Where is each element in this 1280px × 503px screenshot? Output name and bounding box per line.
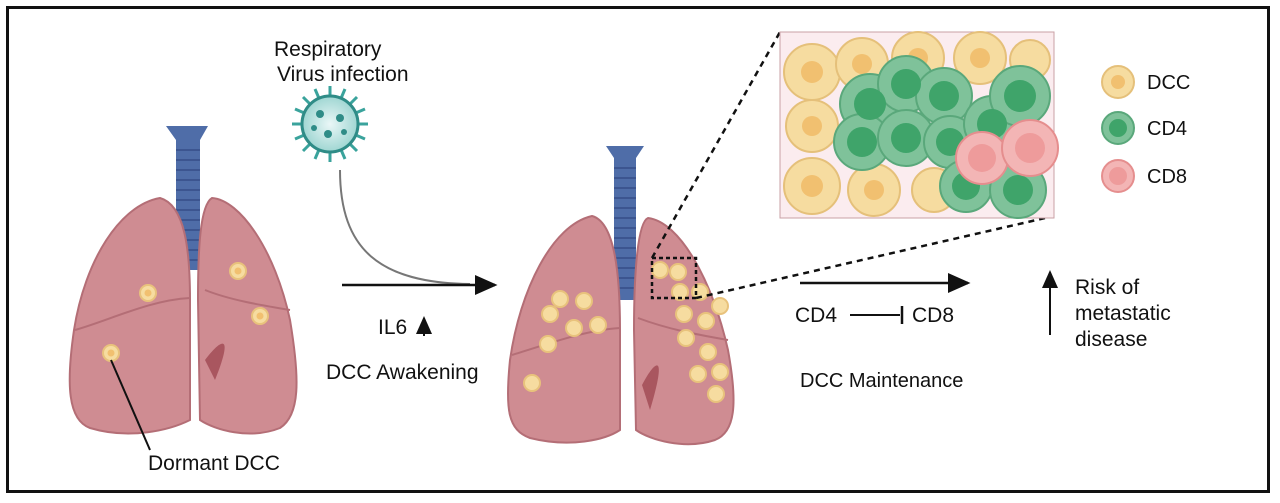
zoom-line-bottom xyxy=(695,214,1055,300)
dormant-dcc-pointer xyxy=(110,359,151,451)
risk-line3: disease xyxy=(1075,328,1148,351)
risk-line1: Risk of xyxy=(1075,276,1140,299)
cd4-cells xyxy=(833,55,1051,219)
virus-label-line1: Respiratory xyxy=(274,38,382,61)
dormant-dcc-label: Dormant DCC xyxy=(148,452,280,475)
legend xyxy=(1101,65,1135,193)
cell-inset xyxy=(779,31,1059,219)
zoom-line-top xyxy=(650,31,782,259)
left-lungs xyxy=(68,126,298,451)
cd4-label: CD4 xyxy=(795,304,838,327)
il6-label: IL6 xyxy=(378,316,408,339)
legend-cd4-label: CD4 xyxy=(1147,118,1188,140)
dcc-awakening-label: DCC Awakening xyxy=(326,361,479,384)
risk-line2: metastatic xyxy=(1075,302,1171,325)
awakened-lungs xyxy=(506,146,735,446)
virus-icon xyxy=(292,86,368,162)
legend-cd8-label: CD8 xyxy=(1147,166,1188,188)
virus-curve xyxy=(339,169,471,285)
lung-lobe xyxy=(68,196,191,435)
cd8-label: CD8 xyxy=(912,304,955,327)
zoom-box xyxy=(650,256,698,300)
legend-dcc-label: DCC xyxy=(1147,72,1191,94)
virus-label-line2: Virus infection xyxy=(277,63,409,86)
dcc-maintenance-label: DCC Maintenance xyxy=(800,370,964,392)
lung-lobe xyxy=(196,196,298,435)
